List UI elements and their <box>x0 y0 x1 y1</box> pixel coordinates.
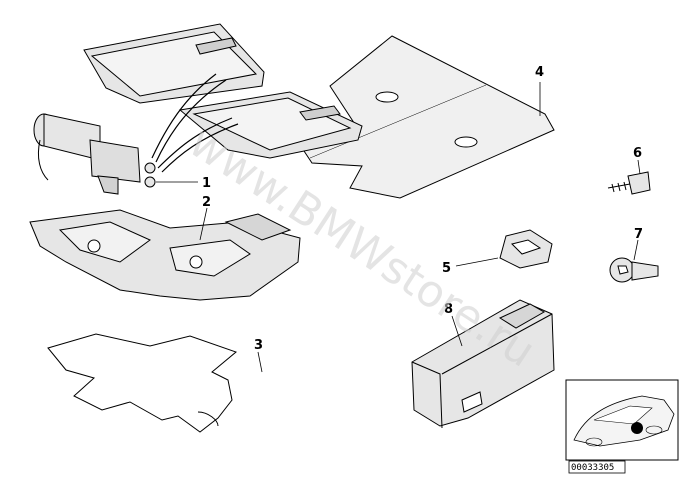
part-6-screw <box>607 171 651 195</box>
part-8-module <box>411 299 555 429</box>
upper-lamp-lens <box>83 23 265 104</box>
part-2-bracket <box>29 209 301 301</box>
part-1-motor <box>33 113 156 195</box>
vehicle-inset: 00033305 <box>565 379 679 474</box>
callout-7: 7 <box>634 227 643 242</box>
callout-1: 1 <box>202 176 211 191</box>
part-3-gasket <box>47 333 237 433</box>
part-7-bolt <box>609 257 659 283</box>
callout-5: 5 <box>442 261 451 276</box>
lower-lamp-lens <box>178 91 363 159</box>
callout-2: 2 <box>202 195 211 210</box>
wiring <box>151 73 239 173</box>
callouts: 1 2 3 4 5 6 7 8 <box>202 65 643 353</box>
callout-8: 8 <box>444 302 453 317</box>
callout-3: 3 <box>254 338 263 353</box>
reference-code: 00033305 <box>571 463 614 473</box>
callout-4: 4 <box>535 65 544 80</box>
location-marker <box>631 422 643 434</box>
part-4-mat <box>299 35 555 199</box>
callout-6: 6 <box>633 146 642 161</box>
part-5-clip <box>499 229 553 269</box>
leader-lines <box>156 82 641 373</box>
